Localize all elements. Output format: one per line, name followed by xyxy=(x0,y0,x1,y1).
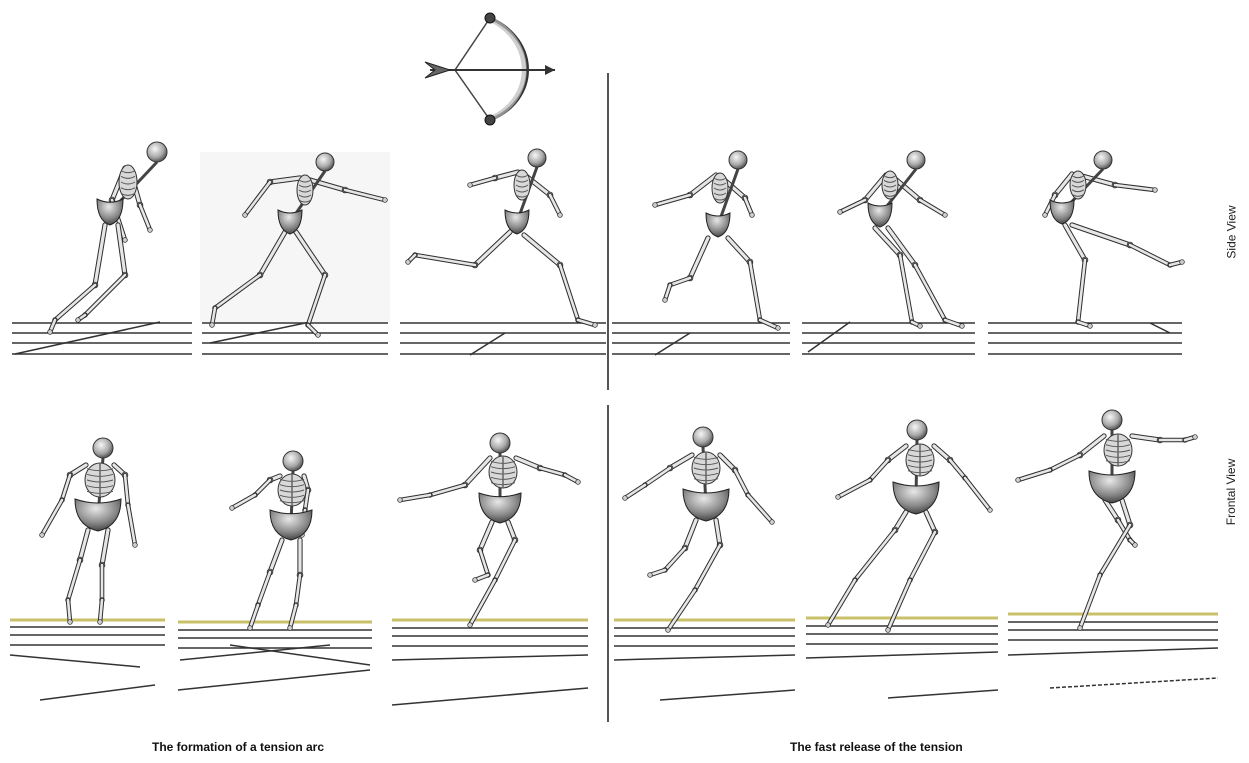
frontal-floor-2 xyxy=(178,622,372,690)
frontal-frame-5 xyxy=(826,420,993,632)
side-floor-2 xyxy=(202,322,388,354)
side-frame-5 xyxy=(838,151,965,328)
frontal-floor-3 xyxy=(392,620,588,705)
side-frame-1 xyxy=(48,142,167,334)
side-floor-1 xyxy=(12,322,192,354)
side-frame-3 xyxy=(406,149,598,327)
frontal-floor-5 xyxy=(806,618,998,698)
frontal-frame-2 xyxy=(230,451,312,630)
frontal-frame-1 xyxy=(40,438,138,624)
side-view-floors xyxy=(12,322,1182,355)
side-floor-4 xyxy=(612,323,790,355)
side-floor-5 xyxy=(802,322,975,354)
row-label-side-view: Side View xyxy=(1225,205,1239,258)
side-floor-3 xyxy=(400,323,606,355)
frontal-floor-1 xyxy=(10,620,165,700)
frontal-frame-3 xyxy=(398,433,581,627)
frontal-floor-6 xyxy=(1008,614,1218,688)
caption-tension-formation: The formation of a tension arc xyxy=(152,740,324,754)
frontal-frame-4 xyxy=(623,427,775,632)
row-label-frontal-view: Frontal View xyxy=(1224,459,1238,525)
frontal-frame-6 xyxy=(1016,410,1198,630)
caption-tension-release: The fast release of the tension xyxy=(790,740,963,754)
side-frame-4 xyxy=(653,151,781,330)
frontal-floor-4 xyxy=(614,620,795,700)
frontal-view-floors xyxy=(10,614,1218,705)
bow-and-arrow-icon xyxy=(425,13,555,125)
side-frame-6 xyxy=(1043,151,1185,328)
side-floor-6 xyxy=(988,323,1182,354)
